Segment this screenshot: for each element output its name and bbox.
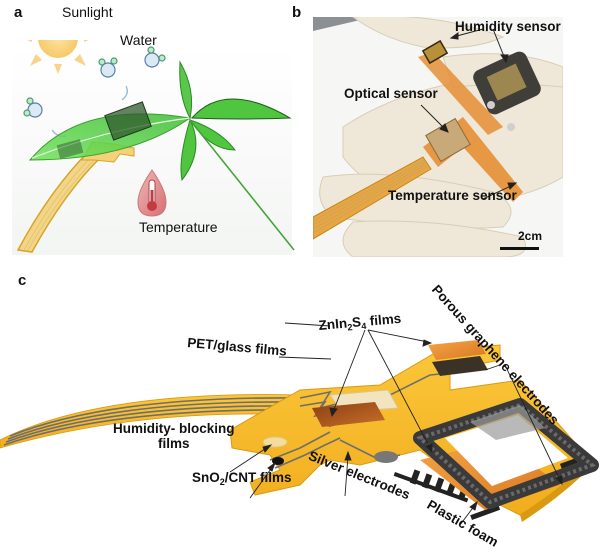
- znin2s4-film-top: [428, 340, 486, 360]
- porous-graphene-small: [432, 356, 488, 376]
- scale-bar: [500, 247, 539, 250]
- label-temperature: Temperature: [139, 219, 218, 235]
- label-sunlight: Sunlight: [62, 4, 113, 20]
- leader-lines: [229, 322, 563, 526]
- label-humidity-sensor: Humidity sensor: [455, 19, 561, 34]
- leaf-icon: [28, 60, 295, 251]
- label-optical-sensor: Optical sensor: [344, 86, 438, 101]
- label-temperature-sensor: Temperature sensor: [388, 188, 517, 203]
- label-sno2-cnt-films: SnO2/CNT films: [192, 470, 292, 487]
- scale-bar-label: 2cm: [518, 229, 543, 243]
- vapor-arrow: [121, 85, 128, 101]
- panel-a-label: a: [14, 4, 23, 21]
- water-molecule-icon: [23, 46, 166, 118]
- panel-b-label: b: [292, 4, 302, 21]
- panel-c-label: c: [18, 272, 27, 289]
- label-water: Water: [120, 32, 157, 48]
- device-on-glove-photo: [313, 17, 563, 257]
- panel-c-exploded-view: [0, 290, 600, 552]
- substrate-ribbon: [0, 394, 301, 449]
- panel-a-illustration: [10, 40, 295, 260]
- plant-sensor-illustration: [12, 40, 295, 255]
- panel-b-photo: [313, 17, 563, 257]
- humidity-blocking-film: [262, 436, 288, 448]
- sun-icon: [27, 40, 89, 74]
- thermometer-drop-icon: [137, 169, 167, 217]
- label-humidity-blocking-films: Humidity- blocking films: [113, 421, 235, 451]
- sensor-exploded-diagram: [0, 322, 599, 526]
